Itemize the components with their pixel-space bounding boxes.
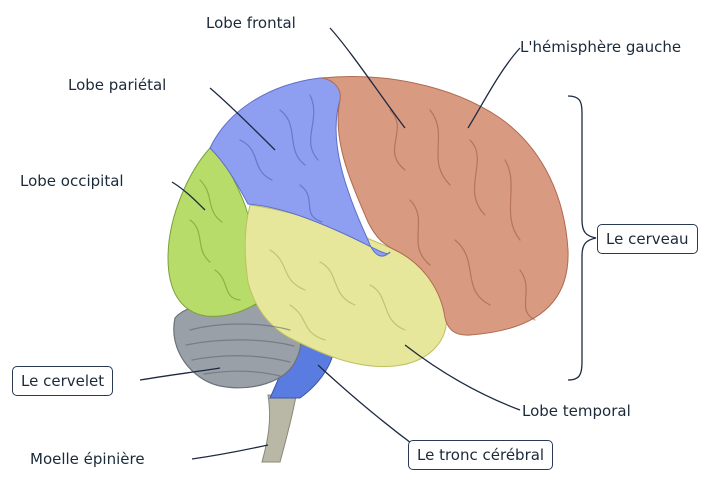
- spinal-cord: [262, 395, 296, 462]
- label-moelle-epiniere: Moelle épinière: [30, 450, 145, 468]
- label-lobe-frontal: Lobe frontal: [206, 14, 296, 32]
- label-lobe-temporal: Lobe temporal: [522, 402, 631, 420]
- leader-le-tronc-cerebral: [318, 365, 415, 446]
- leader-moelle-epiniere: [192, 445, 268, 459]
- box-le-cerveau: Le cerveau: [597, 224, 698, 254]
- box-le-tronc-cerebral: Le tronc cérébral: [408, 440, 553, 470]
- label-hemisphere-gauche: L'hémisphère gauche: [520, 38, 681, 56]
- leader-le-cerveau-bracket: [568, 96, 596, 380]
- box-le-cervelet: Le cervelet: [12, 366, 113, 396]
- label-lobe-parietal: Lobe pariétal: [68, 76, 166, 94]
- label-lobe-occipital: Lobe occipital: [20, 172, 124, 190]
